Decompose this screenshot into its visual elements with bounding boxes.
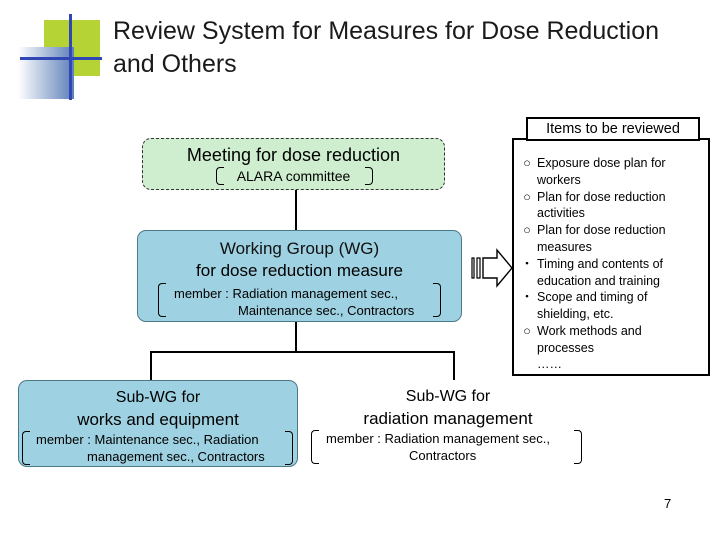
slide-title: Review System for Measures for Dose Redu… xyxy=(113,17,660,78)
wg-title-line2: for dose reduction measure xyxy=(196,261,403,280)
connector-meeting-wg xyxy=(295,190,297,230)
meeting-subtitle-wrap: ALARA committee xyxy=(143,167,444,186)
list-item: ・Scope and timing of shielding, etc. xyxy=(520,289,702,323)
connector-sub1 xyxy=(150,351,152,380)
list-item-text: Timing and contents of education and tra… xyxy=(537,256,663,288)
meeting-title: Meeting for dose reduction xyxy=(186,145,401,165)
sub-wg-radiation-line2: radiation management xyxy=(363,409,533,428)
sub-wg-radiation-left-bracket xyxy=(311,430,319,464)
corner-logo xyxy=(0,0,110,100)
sub-wg-radiation-member-line2: Contractors xyxy=(409,448,477,463)
sub-wg-radiation-group: Sub-WG for radiation management member :… xyxy=(308,380,588,467)
connector-wg-down xyxy=(295,322,297,352)
sub-wg-works-box: Sub-WG for works and equipment member : … xyxy=(18,380,298,467)
list-item-text: Plan for dose reduction measures xyxy=(537,223,666,254)
sub-wg-works-member-line1: member : Maintenance sec., Radiation xyxy=(36,432,259,447)
list-item-text: Exposure dose plan for workers xyxy=(537,156,666,187)
items-ellipsis: …… xyxy=(537,356,562,371)
meeting-box: Meeting for dose reduction ALARA committ… xyxy=(142,138,445,190)
items-panel-label: Items to be reviewed xyxy=(526,117,700,141)
connector-branch xyxy=(150,351,455,353)
logo-horizontal-line xyxy=(20,57,102,60)
wg-member-line1: member : Radiation management sec., xyxy=(174,286,398,301)
sub-wg-radiation-member-line1: member : Radiation management sec., xyxy=(326,431,550,446)
list-item-text: Plan for dose reduction activities xyxy=(537,189,666,221)
list-item: ○ Plan for dose reduction activities xyxy=(520,189,702,223)
sub-wg-works-member-line2: management sec., Contractors xyxy=(87,449,265,464)
bullet-circle-icon: ○ xyxy=(523,156,531,170)
sub-wg-works-line2: works and equipment xyxy=(77,410,239,429)
list-item: ○ Work methods and processes xyxy=(520,323,702,357)
bullet-circle-icon: ○ xyxy=(523,323,531,338)
wg-right-bracket xyxy=(433,283,441,317)
right-arrow-icon xyxy=(471,248,513,288)
sub-wg-works-line1: Sub-WG for xyxy=(115,389,201,406)
sub-wg-radiation-right-bracket xyxy=(574,430,582,464)
list-item-text: Scope and timing of shielding, etc. xyxy=(537,290,648,322)
meeting-subtitle: ALARA committee xyxy=(236,168,351,184)
wg-title-line1: Working Group (WG) xyxy=(219,239,380,258)
bullet-dot-icon: ・ xyxy=(520,290,534,305)
items-to-review-panel: ○ Exposure dose plan for workers ○ Plan fo… xyxy=(512,138,710,376)
sub-wg-works-left-bracket xyxy=(22,431,30,465)
list-item: ○ Plan for dose reduction measures xyxy=(520,222,702,256)
items-list: ○ Exposure dose plan for workers ○ Plan fo… xyxy=(514,140,708,357)
list-item: ○ Exposure dose plan for workers xyxy=(520,155,702,189)
list-item: ・Timing and contents of education and tr… xyxy=(520,256,702,290)
working-group-box: Working Group (WG) for dose reduction me… xyxy=(137,230,462,322)
list-item-text: Work methods and processes xyxy=(537,323,642,355)
wg-left-bracket xyxy=(158,283,166,317)
meeting-right-bracket xyxy=(365,167,373,185)
bullet-circle-icon: ○ xyxy=(523,223,531,238)
bullet-circle-icon: ○ xyxy=(523,189,531,204)
logo-blue-square xyxy=(18,47,74,99)
sub-wg-radiation-line1: Sub-WG for xyxy=(405,388,491,405)
bullet-dot-icon: ・ xyxy=(520,256,534,271)
sub-wg-works-right-bracket xyxy=(285,431,293,465)
connector-sub2 xyxy=(453,351,455,380)
meeting-left-bracket xyxy=(216,167,224,185)
wg-member-line2: Maintenance sec., Contractors xyxy=(238,303,415,318)
page-number: 7 xyxy=(664,496,672,511)
